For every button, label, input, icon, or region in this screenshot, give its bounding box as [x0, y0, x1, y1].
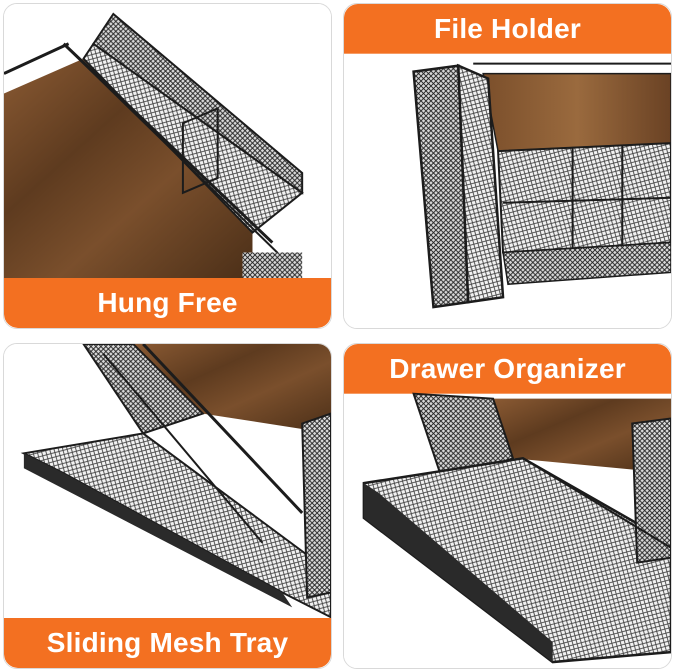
- sliding-mesh-tray-photo: [4, 344, 331, 668]
- caption-file-holder: File Holder: [434, 13, 581, 44]
- panel-hung-free: Hung Free: [3, 3, 332, 329]
- caption-banner: Sliding Mesh Tray: [4, 618, 331, 668]
- caption-banner: Hung Free: [4, 278, 331, 328]
- caption-banner: File Holder: [344, 4, 671, 54]
- caption-drawer-organizer: Drawer Organizer: [389, 353, 626, 384]
- caption-hung-free: Hung Free: [97, 287, 238, 318]
- panel-file-holder: File Holder: [343, 3, 672, 329]
- caption-banner: Drawer Organizer: [344, 344, 671, 394]
- panel-drawer-organizer: Drawer Organizer: [343, 343, 672, 669]
- hung-free-photo: [4, 4, 331, 328]
- drawer-organizer-photo: [344, 392, 671, 668]
- caption-sliding-mesh-tray: Sliding Mesh Tray: [46, 627, 289, 658]
- file-holder-photo: [344, 53, 671, 328]
- panel-sliding-mesh-tray: Sliding Mesh Tray: [3, 343, 332, 669]
